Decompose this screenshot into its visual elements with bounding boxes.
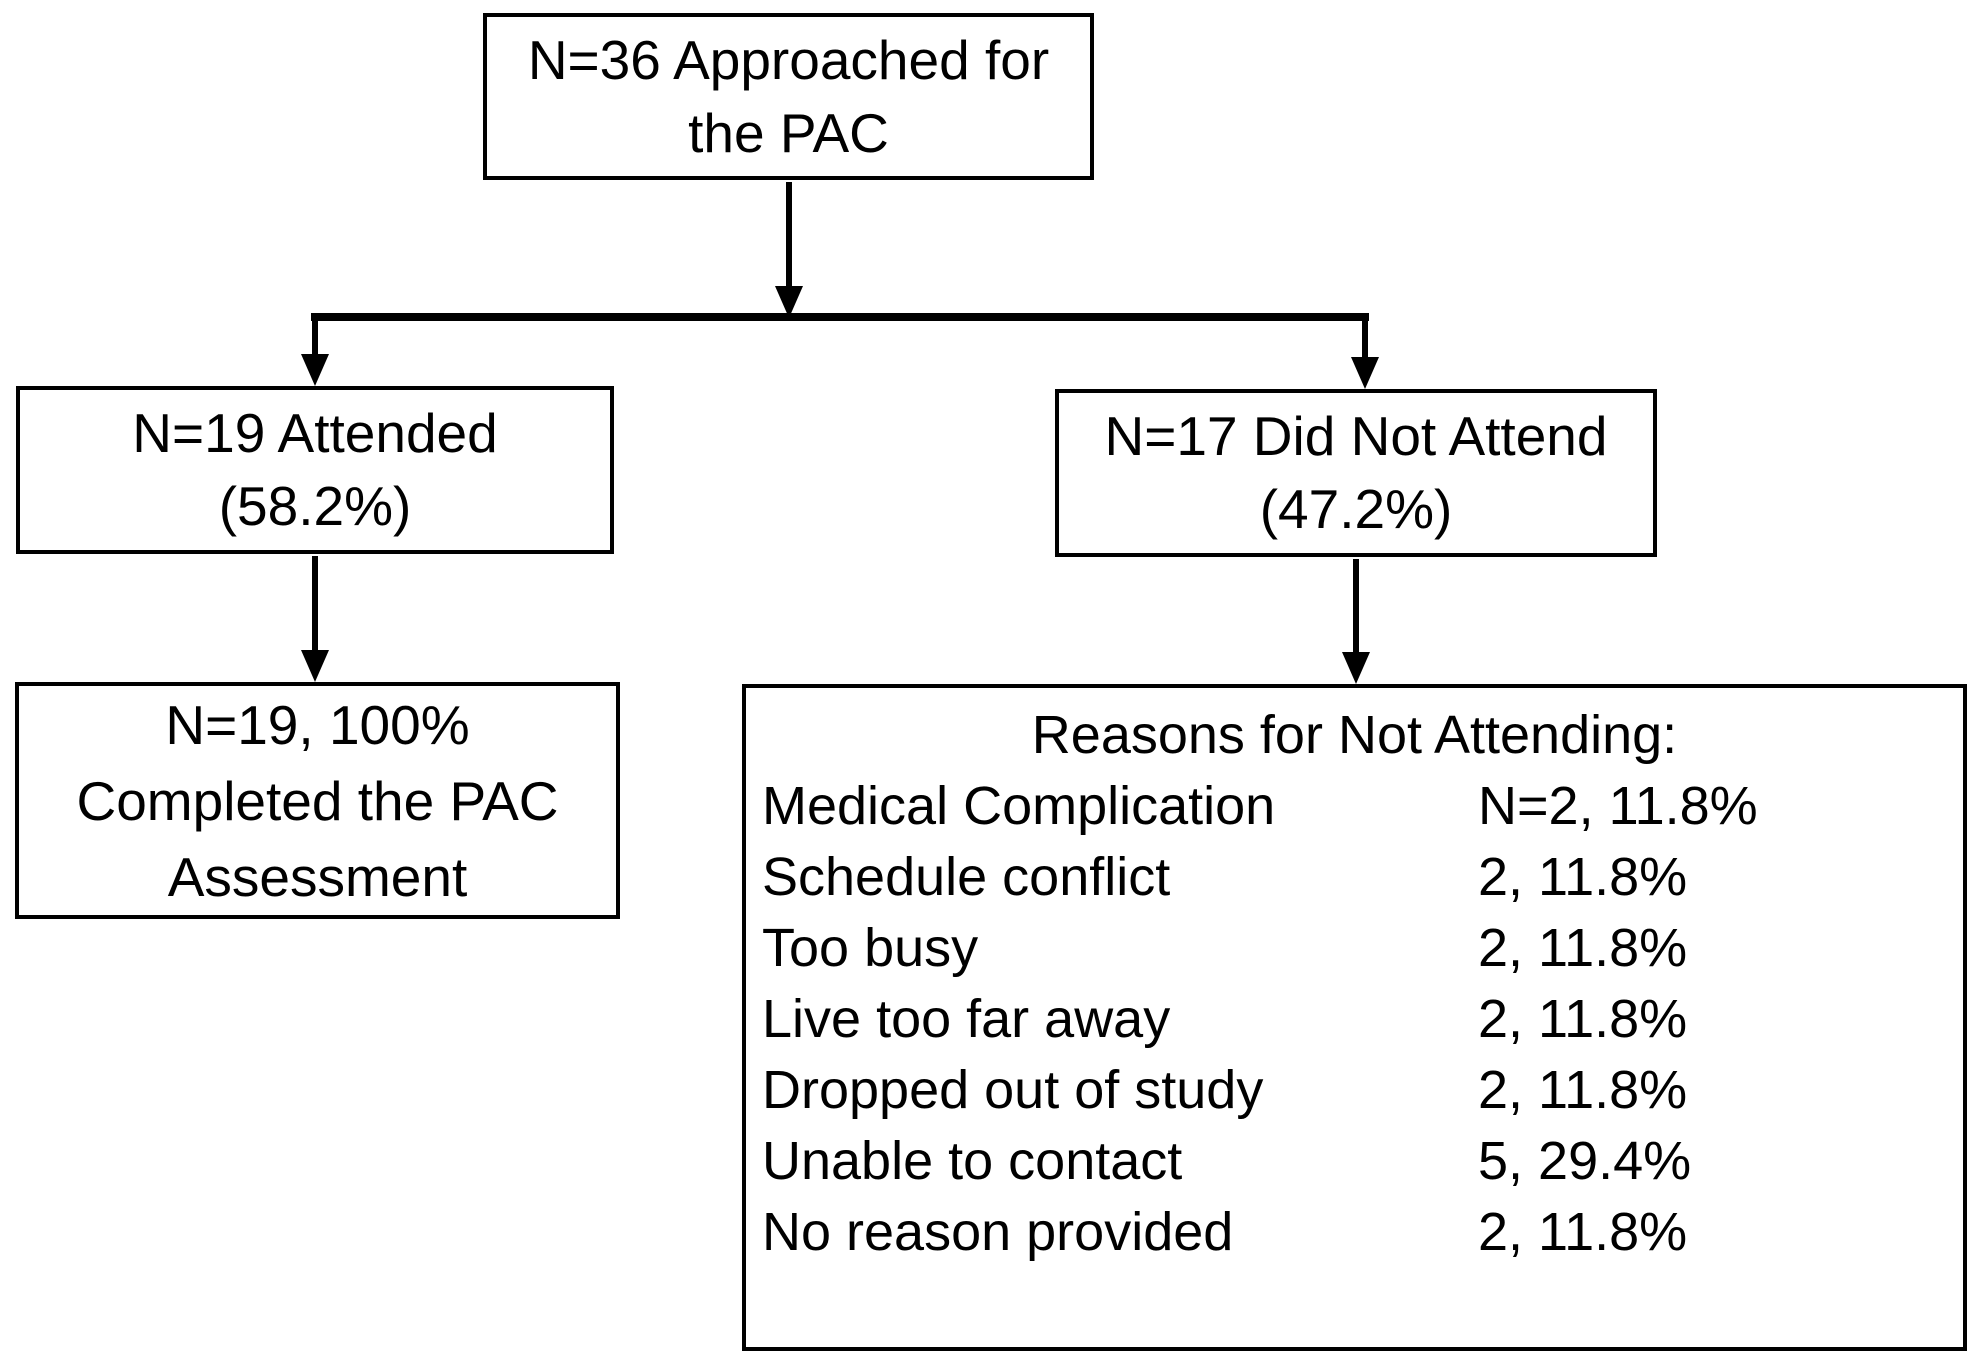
- reason-row-no-reason-provided: No reason provided 2, 11.8%: [746, 1197, 1963, 1268]
- box-reasons: Reasons for Not Attending: Medical Compl…: [742, 684, 1967, 1351]
- reason-value: 2, 11.8%: [1478, 1202, 1688, 1262]
- reason-label: Medical Complication: [762, 776, 1276, 836]
- reason-label: No reason provided: [762, 1202, 1234, 1262]
- box-approached-line1: N=36 Approached for: [527, 28, 1050, 91]
- box-approached: N=36 Approached for the PAC: [483, 13, 1094, 180]
- reason-row-unable-to-contact: Unable to contact 5, 29.4%: [746, 1126, 1963, 1197]
- reason-value: 2, 11.8%: [1478, 918, 1688, 978]
- arrowhead-right-drop: [1351, 357, 1379, 389]
- box-did-not-attend-line1: N=17 Did Not Attend: [1104, 405, 1608, 467]
- box-attended-line1: N=19 Attended: [132, 402, 498, 464]
- box-did-not-attend-line2: (47.2%): [1259, 478, 1453, 540]
- reasons-title: Reasons for Not Attending:: [1031, 705, 1678, 765]
- arrowhead-top-stem: [775, 286, 803, 318]
- reason-label: Unable to contact: [762, 1131, 1183, 1191]
- reason-row-schedule-conflict: Schedule conflict 2, 11.8%: [746, 842, 1963, 913]
- reason-label: Schedule conflict: [762, 847, 1171, 907]
- reason-label: Dropped out of study: [762, 1060, 1264, 1120]
- reason-row-medical-complication: Medical Complication N=2, 11.8%: [746, 771, 1963, 842]
- reason-row-dropped-out-of-study: Dropped out of study 2, 11.8%: [746, 1055, 1963, 1126]
- reason-value: 2, 11.8%: [1478, 847, 1688, 907]
- box-attended: N=19 Attended (58.2%): [16, 386, 614, 554]
- reason-label: Too busy: [762, 918, 979, 978]
- box-approached-line2: the PAC: [688, 101, 889, 164]
- reason-row-too-busy: Too busy 2, 11.8%: [746, 913, 1963, 984]
- box-completed-line3: Assessment: [167, 845, 468, 908]
- reason-value: N=2, 11.8%: [1478, 776, 1758, 836]
- box-attended-line2: (58.2%): [218, 475, 412, 537]
- reason-value: 5, 29.4%: [1478, 1131, 1692, 1191]
- reason-row-live-too-far-away: Live too far away 2, 11.8%: [746, 984, 1963, 1055]
- reason-label: Live too far away: [762, 989, 1171, 1049]
- box-completed: N=19, 100% Completed the PAC Assessment: [15, 682, 620, 919]
- arrowhead-notattend-reasons: [1342, 652, 1370, 684]
- arrowhead-left-drop: [301, 354, 329, 386]
- reason-value: 2, 11.8%: [1478, 989, 1688, 1049]
- box-completed-line1: N=19, 100%: [165, 693, 470, 756]
- box-did-not-attend: N=17 Did Not Attend (47.2%): [1055, 389, 1657, 557]
- arrowhead-attended-completed: [301, 650, 329, 682]
- reason-value: 2, 11.8%: [1478, 1060, 1688, 1120]
- box-completed-line2: Completed the PAC: [76, 769, 559, 832]
